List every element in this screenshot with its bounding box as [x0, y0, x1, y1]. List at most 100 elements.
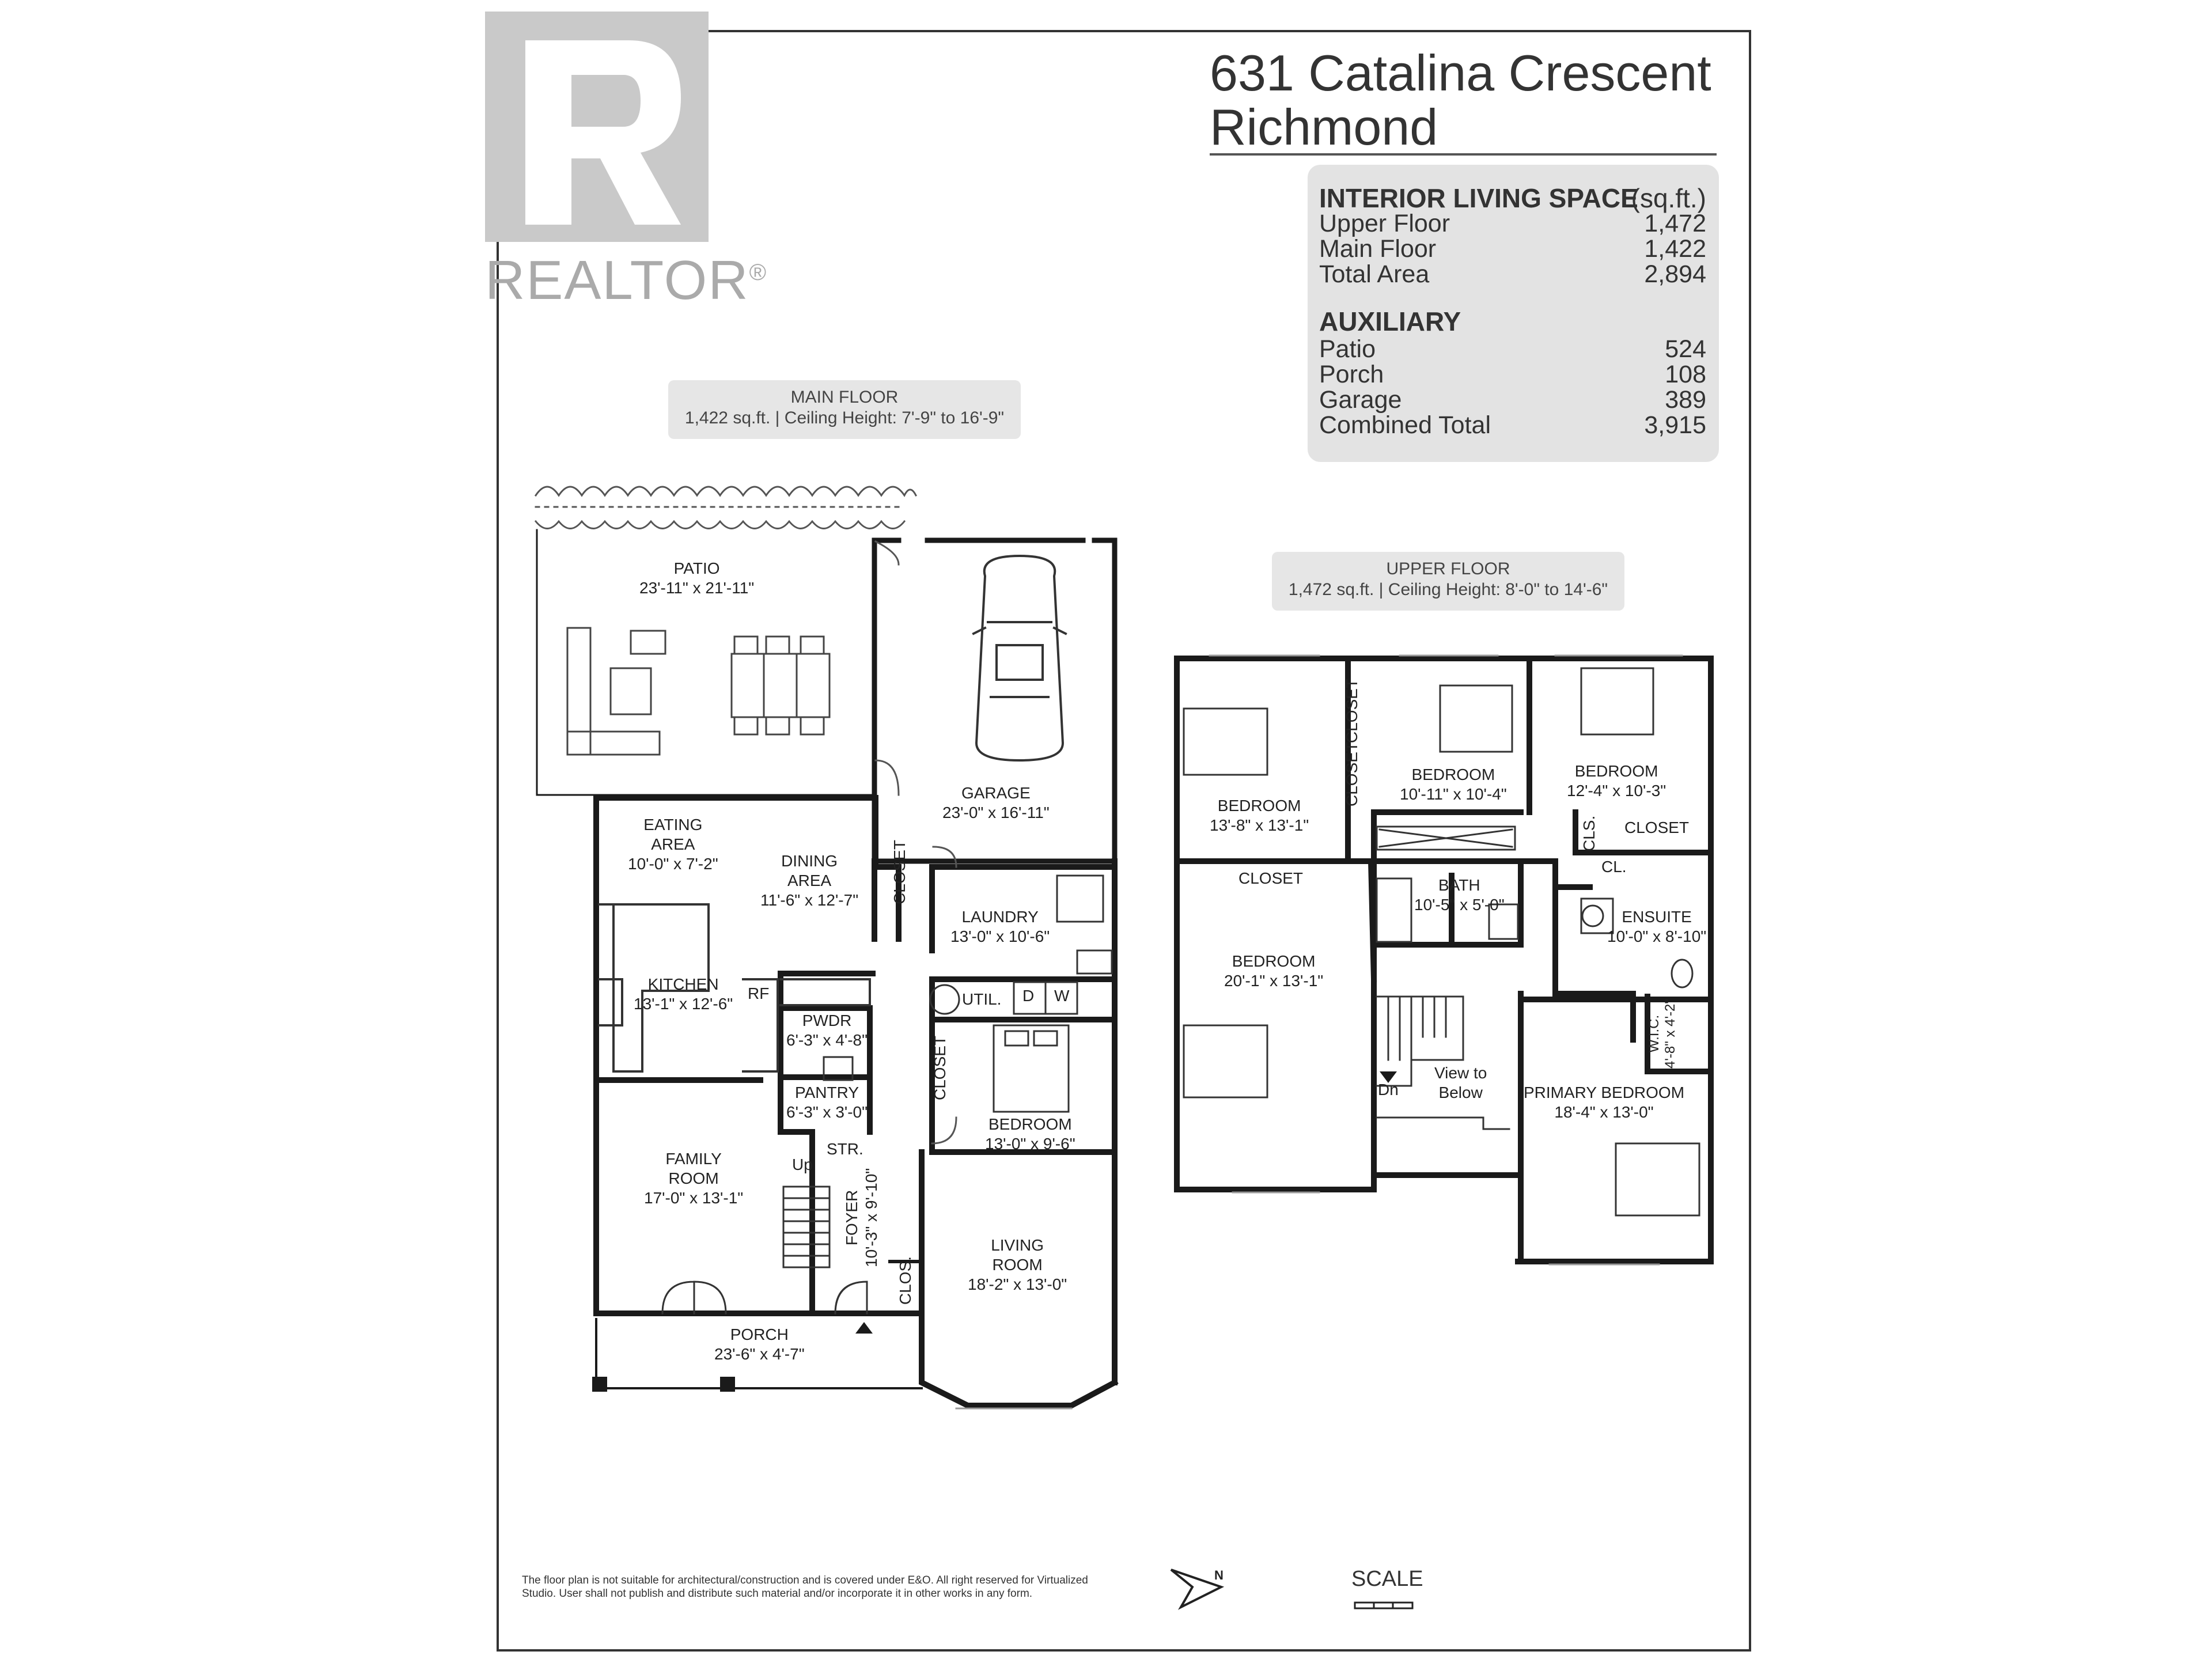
room-name: BEDROOM	[1574, 762, 1658, 780]
room-name: CLOSET	[891, 839, 908, 904]
room-dims: 23'-0" x 16'-11"	[942, 804, 1050, 821]
room-cl-upper: CL.	[1601, 857, 1627, 877]
summary-row-label: Main Floor	[1319, 235, 1437, 263]
room-name: D	[1022, 987, 1035, 1005]
summary-row: Main Floor 1,422	[1319, 236, 1706, 262]
auxiliary-heading: AUXILIARY	[1319, 306, 1461, 336]
room-name: LIVING ROOM	[991, 1236, 1044, 1274]
summary-row-value: 108	[1665, 361, 1706, 388]
room-dims: 11'-6" x 12'-7"	[760, 891, 859, 909]
address-line2: Richmond	[1210, 99, 1438, 156]
room-name: PWDR	[802, 1012, 852, 1029]
address-line1: 631 Catalina Crescent	[1210, 44, 1711, 101]
room-name: KITCHEN	[647, 975, 719, 993]
room-name: CLOSET	[1343, 741, 1361, 806]
main-floor-title: MAIN FLOOR	[790, 388, 899, 407]
entry-doors	[661, 1281, 868, 1315]
unit-label: (sq.ft.)	[1631, 183, 1706, 213]
address-divider	[1210, 153, 1717, 156]
room-pantry: PANTRY 6'-3" x 3'-0"	[786, 1083, 868, 1122]
room-bedroom-upper-3: BEDROOM 12'-4" x 10'-3"	[1567, 762, 1666, 801]
address-block: 631 Catalina Crescent Richmond	[1210, 46, 1711, 154]
room-washer: W	[1054, 986, 1069, 1006]
summary-row: Combined Total 3,915	[1319, 412, 1706, 438]
room-name: W	[1054, 987, 1070, 1005]
room-name: CL.	[1601, 858, 1627, 876]
north-label: N	[1214, 1568, 1224, 1582]
room-name: UTIL.	[962, 990, 1002, 1008]
room-name: STR.	[827, 1140, 863, 1158]
stairs-up-label: Up	[792, 1155, 813, 1175]
realtor-logo: REALTOR®	[485, 12, 766, 311]
summary-row: Upper Floor 1,472	[1319, 211, 1706, 236]
room-dims: 13'-0" x 10'-6"	[950, 927, 1050, 945]
room-name: CLS.	[1580, 815, 1598, 851]
room-dims: 23'-11" x 21'-11"	[639, 579, 755, 597]
room-clos: CLOS.	[896, 1256, 915, 1305]
area-summary-box: INTERIOR LIVING SPACE (sq.ft.) Upper Flo…	[1308, 165, 1719, 462]
summary-row-value: 2,894	[1644, 260, 1706, 288]
main-floor-subtitle: 1,422 sq.ft. | Ceiling Height: 7'-9" to …	[684, 408, 1005, 427]
summary-row-label: Upper Floor	[1319, 210, 1450, 237]
room-name: BEDROOM	[1232, 952, 1316, 970]
summary-row-value: 1,472	[1644, 210, 1706, 237]
summary-row-label: Garage	[1319, 386, 1402, 414]
room-name: PRIMARY BEDROOM	[1524, 1084, 1685, 1101]
main-floor-walls	[593, 795, 1119, 1408]
room-storage: STR.	[827, 1139, 863, 1159]
summary-row-value: 3,915	[1644, 411, 1706, 439]
room-name: PANTRY	[795, 1084, 859, 1101]
room-name: FAMILY ROOM	[665, 1150, 722, 1187]
room-garage: GARAGE 23'-0" x 16'-11"	[942, 783, 1050, 823]
room-name: DINING AREA	[781, 852, 838, 889]
room-name: LAUNDRY	[961, 908, 1039, 926]
upper-fixtures	[1183, 667, 1700, 1217]
room-dims: 13'-1" x 12'-6"	[634, 995, 733, 1013]
room-name: GARAGE	[961, 784, 1031, 802]
upper-stairs	[1376, 995, 1510, 1130]
interior-heading: INTERIOR LIVING SPACE	[1319, 183, 1638, 213]
summary-row-label: Combined Total	[1319, 411, 1491, 439]
room-closet-bedroom: CLOSET	[930, 1036, 950, 1100]
stairs-down-arrow	[1380, 1071, 1397, 1083]
room-name: RF	[748, 984, 770, 1002]
room-name: FOYER	[843, 1190, 861, 1246]
room-closet-upper-b: CLOSET	[1342, 742, 1362, 806]
room-name: BEDROOM	[988, 1115, 1072, 1133]
main-stairs	[782, 1185, 831, 1268]
room-name: Up	[792, 1156, 813, 1173]
room-name: CLOSET	[1343, 678, 1361, 743]
room-closet-upper-d: CLOSET	[1238, 869, 1303, 888]
room-name: PORCH	[730, 1325, 789, 1343]
room-dining-area: DINING AREA 11'-6" x 12'-7"	[760, 851, 858, 910]
upper-floor-walls	[1174, 656, 1714, 1264]
car-icon	[972, 554, 1067, 762]
room-dims: 12'-4" x 10'-3"	[1567, 782, 1666, 800]
room-dims: 10'-0" x 7'-2"	[628, 855, 718, 873]
summary-row-value: 1,422	[1644, 235, 1706, 263]
summary-row: Total Area 2,894	[1319, 262, 1706, 287]
room-dims: 23'-6" x 4'-7"	[714, 1345, 805, 1363]
r-mark-svg	[485, 12, 709, 242]
summary-row-label: Patio	[1319, 335, 1376, 363]
room-name: BATH	[1438, 876, 1480, 894]
summary-row-label: Total Area	[1319, 260, 1430, 288]
registered-mark: ®	[749, 260, 768, 285]
room-dims: 6'-3" x 3'-0"	[786, 1103, 868, 1121]
hedge-shrubs	[534, 486, 918, 529]
patio-furniture	[566, 627, 831, 756]
room-dims: 13'-0" x 9'-6"	[985, 1135, 1075, 1153]
room-dims: 13'-8" x 13'-1"	[1210, 816, 1309, 834]
entry-arrow	[855, 1322, 873, 1334]
